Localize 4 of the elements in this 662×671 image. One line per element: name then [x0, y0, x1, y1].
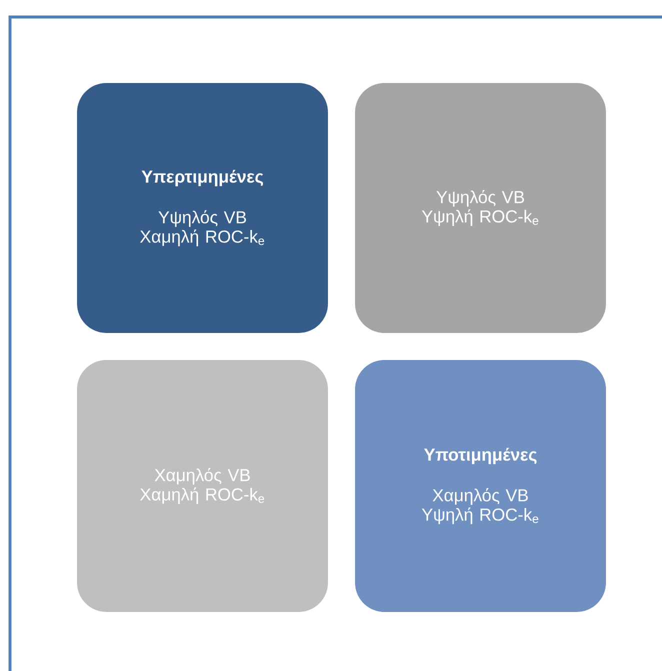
quadrant-box: Υψηλός VB Υψηλή ROC-k$_{e}$: [355, 83, 606, 333]
quadrant-box: Χαμηλός VB Χαμηλή ROC-k$_{e}$: [77, 360, 328, 612]
quadrant-box: Υποτιμημένες Χαμηλός VB Υψηλή ROC-k$_{e}$: [355, 360, 606, 612]
quadrant-box: Υπερτιμημένες Υψηλός VB Χαμηλή ROC-k$_{e}$: [77, 83, 328, 333]
